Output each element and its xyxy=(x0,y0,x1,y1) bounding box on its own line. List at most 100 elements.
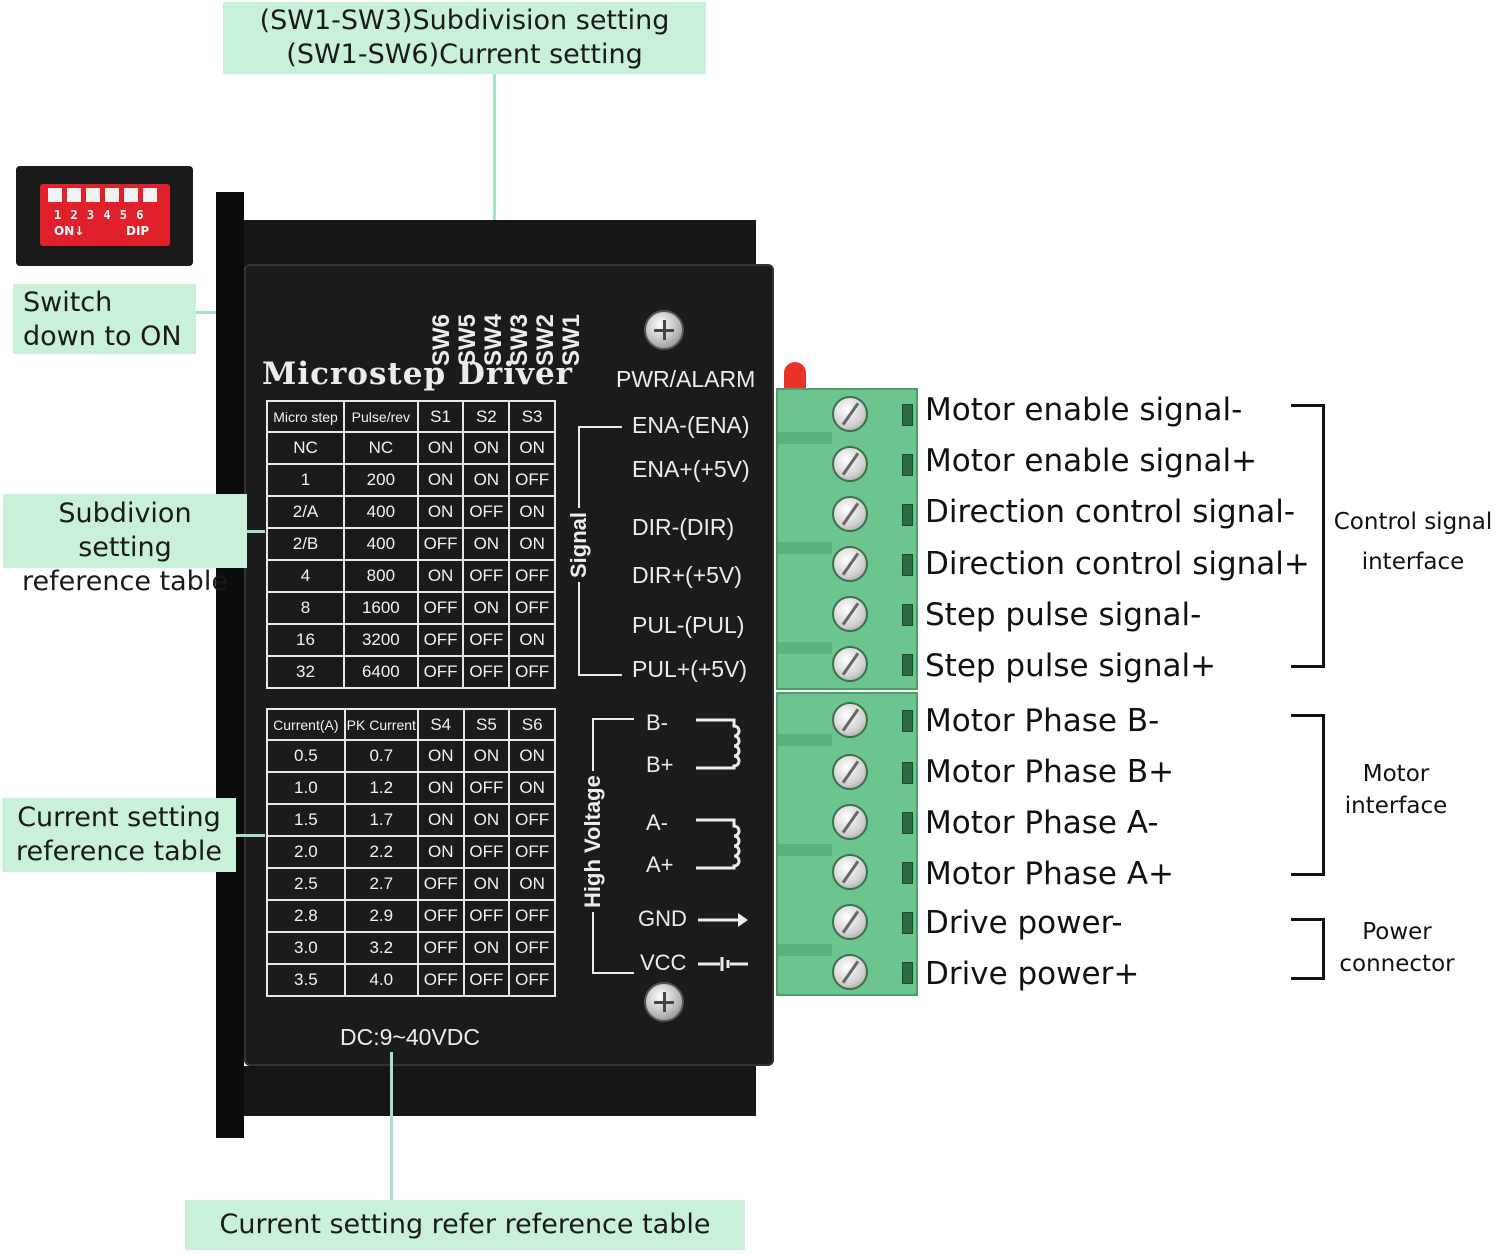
header-micro-step: Micro step xyxy=(265,400,346,433)
table-cell: OFF xyxy=(416,655,465,689)
terminal-slot xyxy=(902,912,913,934)
dip-numbers: 1 2 3 4 5 6 xyxy=(54,208,145,222)
table-cell: ON xyxy=(462,463,511,497)
pwr-alarm-label: PWR/ALARM xyxy=(616,366,756,392)
table-cell: ON xyxy=(508,771,556,805)
terminal-screw-icon xyxy=(832,646,868,682)
table-cell: 6400 xyxy=(343,655,419,689)
dip-toggle-icon xyxy=(48,188,62,202)
driver-front-panel: SW6 SW5 SW4 SW3 SW2 SW1 Microstep Driver… xyxy=(244,264,774,1066)
table-cell: OFF xyxy=(416,899,465,933)
table-cell: NC xyxy=(265,431,346,465)
table-cell: ON xyxy=(508,527,556,561)
motor-interface-line2: interface xyxy=(1344,793,1448,819)
header-s1: S1 xyxy=(416,400,465,433)
table-cell: 8 xyxy=(265,591,346,625)
terminal-label-dir-plus: Direction control signal+ xyxy=(925,546,1310,582)
table-cell: 2.2 xyxy=(343,835,419,869)
pwr-alarm-led-icon xyxy=(784,362,806,390)
table-cell: 800 xyxy=(343,559,419,593)
pin-pul-minus: PUL-(PUL) xyxy=(632,612,745,638)
coil-b-icon xyxy=(696,718,741,770)
terminal-screw-icon xyxy=(832,546,868,582)
table-cell: ON xyxy=(416,431,465,465)
table-cell: OFF xyxy=(462,771,511,805)
table-cell: OFF xyxy=(508,591,556,625)
terminal-label-ena-minus: Motor enable signal- xyxy=(925,392,1243,428)
terminal-fin xyxy=(778,432,832,444)
table-cell: OFF xyxy=(508,655,556,689)
control-signal-group-label: Control signal interface xyxy=(1324,506,1500,578)
subdivision-table-callout: Subdivion setting reference table xyxy=(3,494,247,597)
bottom-reference-callout: Current setting refer reference table xyxy=(185,1200,745,1250)
ground-arrow-icon xyxy=(698,913,748,927)
pin-a-plus: A+ xyxy=(646,852,674,877)
terminal-screw-icon xyxy=(832,396,868,432)
terminal-label-power-plus: Drive power+ xyxy=(925,956,1140,992)
table-cell: OFF xyxy=(462,559,511,593)
terminal-label-dir-minus: Direction control signal- xyxy=(925,494,1296,530)
header-pulse-rev: Pulse/rev xyxy=(343,400,419,433)
terminal-label-b-minus: Motor Phase B- xyxy=(925,703,1160,739)
table-cell: ON xyxy=(462,591,511,625)
callout-subdiv-line1: Subdivion setting xyxy=(58,498,192,563)
table-cell: OFF xyxy=(508,559,556,593)
table-cell: OFF xyxy=(508,835,556,869)
dip-toggle-icon xyxy=(143,188,157,202)
terminal-fin xyxy=(778,642,832,654)
table-cell: OFF xyxy=(508,803,556,837)
signal-group-label: Signal xyxy=(566,507,592,582)
power-connector-group-label: Power connector xyxy=(1324,916,1470,980)
table-cell: OFF xyxy=(416,591,465,625)
driver-title: Microstep Driver xyxy=(262,356,573,392)
terminal-slot xyxy=(902,554,913,576)
dip-toggle-icon xyxy=(124,188,138,202)
table-cell: 0.5 xyxy=(266,739,346,773)
table-cell: ON xyxy=(508,867,556,901)
table-cell: OFF xyxy=(416,527,465,561)
terminal-label-pul-minus: Step pulse signal- xyxy=(925,597,1202,633)
callout-switch-line1: Switch xyxy=(23,287,113,318)
table-cell: OFF xyxy=(508,931,556,965)
table-cell: NC xyxy=(343,431,419,465)
signal-terminal-block xyxy=(776,388,918,690)
dip-on-label: ON↓ xyxy=(54,224,85,238)
power-terminal-block xyxy=(776,692,918,996)
table-cell: 2.8 xyxy=(266,899,346,933)
table-cell: 3200 xyxy=(343,623,419,657)
motor-interface-group-label: Motor interface xyxy=(1326,758,1466,822)
pin-a-minus: A- xyxy=(646,810,668,835)
terminal-label-power-minus: Drive power- xyxy=(925,905,1123,941)
table-cell: 1.7 xyxy=(343,803,419,837)
table-cell: 1600 xyxy=(343,591,419,625)
motor-interface-line1: Motor xyxy=(1362,761,1430,787)
coil-a-icon xyxy=(696,818,741,870)
table-cell: 200 xyxy=(343,463,419,497)
table-cell: 2.7 xyxy=(343,867,419,901)
table-cell: 2.5 xyxy=(266,867,346,901)
table-cell: OFF xyxy=(462,655,511,689)
callout-current-line1: Current setting xyxy=(17,802,221,833)
callout-subdiv-line2: reference table xyxy=(22,566,228,597)
current-table-callout: Current setting reference table xyxy=(2,798,236,872)
pin-vcc: VCC xyxy=(640,950,687,975)
table-cell: OFF xyxy=(462,899,511,933)
bottom-screw-icon xyxy=(644,982,684,1022)
table-cell: 4.0 xyxy=(343,963,419,997)
control-signal-bracket xyxy=(1291,404,1325,668)
table-cell: ON xyxy=(416,739,465,773)
pin-b-plus: B+ xyxy=(646,752,674,777)
